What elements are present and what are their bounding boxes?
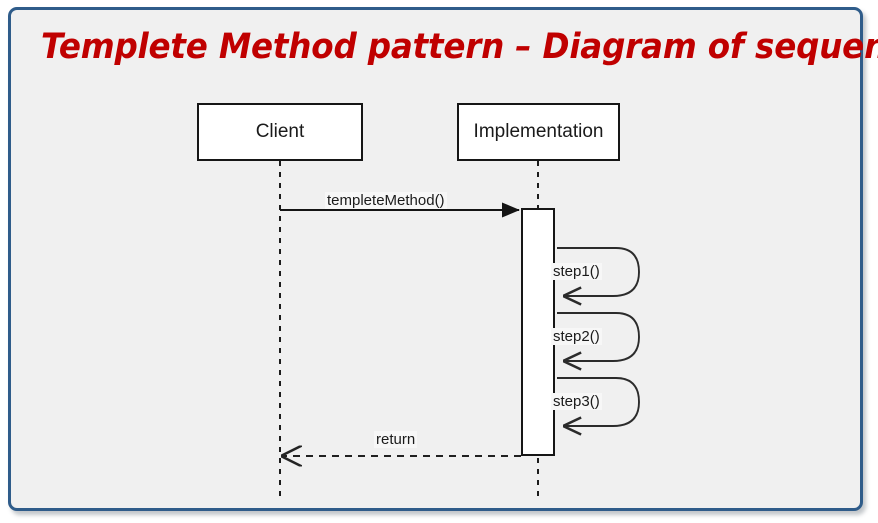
diagram-vector-layer bbox=[279, 161, 640, 499]
message-label-step2: step2() bbox=[551, 328, 602, 345]
message-label-step3: step3() bbox=[551, 393, 602, 410]
self-call-arrow-step3 bbox=[557, 377, 640, 426]
page-title: Templete Method pattern – Diagram of seq… bbox=[41, 27, 878, 67]
message-label-return: return bbox=[374, 431, 418, 448]
message-label-templete-method: templeteMethod() bbox=[325, 192, 447, 209]
self-call-arrow-step1 bbox=[557, 247, 640, 296]
self-call-arrow-step2 bbox=[557, 312, 640, 361]
participant-box-client[interactable]: Client bbox=[197, 103, 363, 161]
participant-label-implementation: Implementation bbox=[473, 121, 604, 142]
sequence-diagram: Client Implementation templeteMethod() s… bbox=[11, 10, 860, 508]
participant-box-implementation[interactable]: Implementation bbox=[457, 103, 620, 161]
message-label-step1: step1() bbox=[551, 263, 602, 280]
activation-bar-implementation[interactable] bbox=[521, 208, 555, 456]
slide-frame: Templete Method pattern – Diagram of seq… bbox=[8, 7, 878, 511]
participant-label-client: Client bbox=[255, 121, 305, 142]
